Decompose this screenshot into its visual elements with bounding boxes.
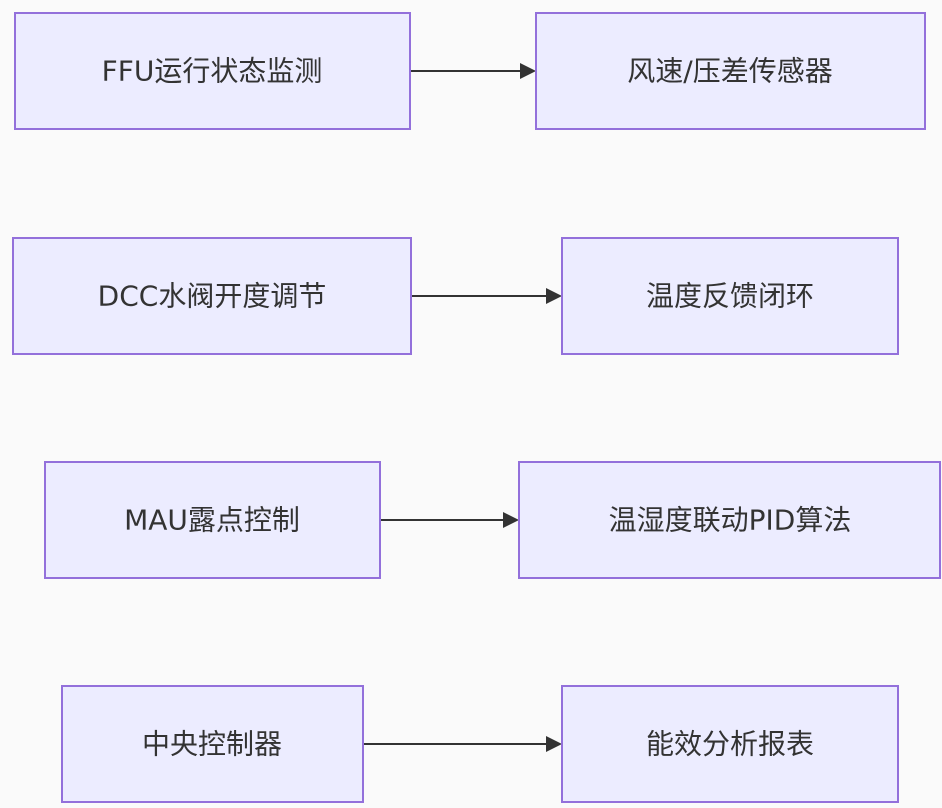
node-ffu-status-monitoring[interactable]: FFU运行状态监测: [14, 12, 411, 130]
edge-row-3: [381, 512, 519, 528]
edge-row-4: [364, 736, 562, 752]
arrow-head-icon: [546, 288, 562, 304]
node-temp-humidity-pid-algorithm[interactable]: 温湿度联动PID算法: [518, 461, 941, 579]
edge-row-2: [412, 288, 562, 304]
node-label: MAU露点控制: [124, 504, 300, 537]
node-energy-efficiency-report[interactable]: 能效分析报表: [561, 685, 899, 803]
node-label: 中央控制器: [142, 728, 282, 761]
node-label: DCC水阀开度调节: [98, 280, 327, 313]
node-label: 温湿度联动PID算法: [609, 504, 852, 537]
flow-row-4: 中央控制器 能效分析报表: [61, 685, 899, 803]
node-central-controller[interactable]: 中央控制器: [61, 685, 364, 803]
node-label: 能效分析报表: [646, 728, 814, 761]
edge-row-1: [411, 63, 536, 79]
flow-row-3: MAU露点控制 温湿度联动PID算法: [44, 461, 941, 579]
flow-row-1: FFU运行状态监测 风速/压差传感器: [14, 12, 926, 130]
node-label: FFU运行状态监测: [102, 55, 323, 88]
flow-row-2: DCC水阀开度调节 温度反馈闭环: [12, 237, 899, 355]
node-label: 风速/压差传感器: [627, 55, 832, 88]
arrow-head-icon: [503, 512, 519, 528]
node-dcc-valve-adjustment[interactable]: DCC水阀开度调节: [12, 237, 412, 355]
node-label: 温度反馈闭环: [646, 280, 814, 313]
node-mau-dewpoint-control[interactable]: MAU露点控制: [44, 461, 381, 579]
node-temperature-feedback-loop[interactable]: 温度反馈闭环: [561, 237, 899, 355]
node-wind-speed-pressure-sensor[interactable]: 风速/压差传感器: [535, 12, 926, 130]
arrow-head-icon: [520, 63, 536, 79]
arrow-head-icon: [546, 736, 562, 752]
